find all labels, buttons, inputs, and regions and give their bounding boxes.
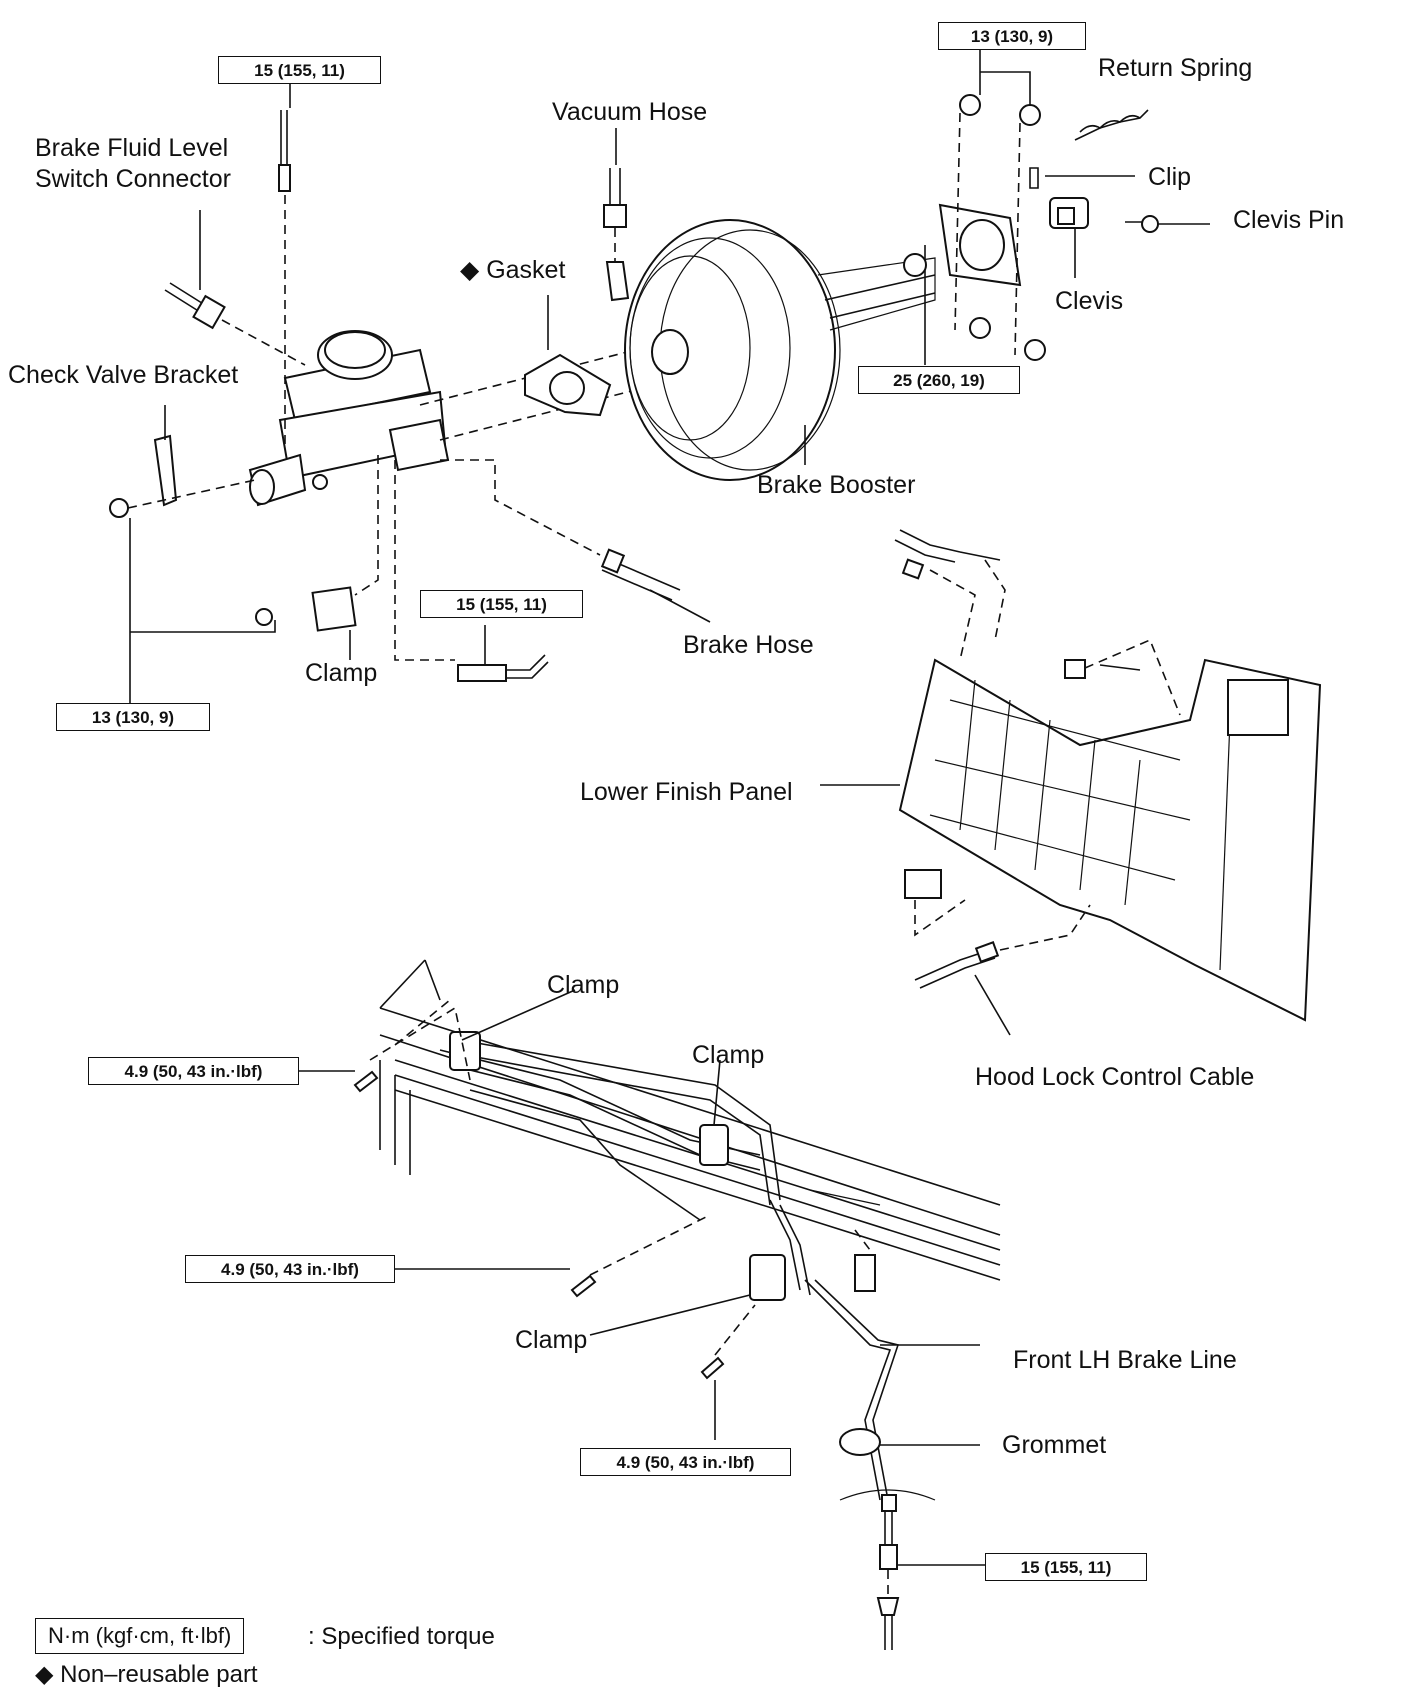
check-valve-bracket-part xyxy=(109,434,178,518)
label-clamp-low: Clamp xyxy=(515,1326,588,1354)
label-lower-finish-panel: Lower Finish Panel xyxy=(580,778,793,806)
legend-torque-unit: N·m (kgf·cm, ft·lbf) xyxy=(35,1618,245,1654)
torque-pushrod-nut: 25 (260, 19) xyxy=(858,366,1020,394)
clamp-mc-part xyxy=(255,586,357,632)
label-gasket: ◆ Gasket xyxy=(460,255,565,285)
clevis-pin-part xyxy=(1125,215,1159,233)
label-brake-hose: Brake Hose xyxy=(683,631,814,659)
legend-nonreusable-text: Non–reusable part xyxy=(60,1661,258,1688)
label-clevis-pin: Clevis Pin xyxy=(1233,206,1345,234)
label-hood-lock-control-cable: Hood Lock Control Cable xyxy=(975,1063,1255,1091)
label-vacuum-hose: Vacuum Hose xyxy=(552,98,708,126)
panel-connector xyxy=(904,659,1086,899)
front-lh-brake-line-part xyxy=(804,1279,936,1650)
torque-bolt-1: 4.9 (50, 43 in.·lbf) xyxy=(88,1057,299,1085)
master-cylinder xyxy=(248,330,450,507)
label-check-valve-bracket: Check Valve Bracket xyxy=(8,361,239,389)
label-clevis: Clevis xyxy=(1055,287,1124,315)
clevis-part xyxy=(1049,197,1089,229)
label-clamp-master-cylinder: Clamp xyxy=(305,659,378,687)
clip-part xyxy=(1029,167,1039,189)
legend-diamond-icon: ◆ xyxy=(35,1661,54,1688)
torque-master-cylinder-nut: 13 (130, 9) xyxy=(56,703,210,731)
label-grommet: Grommet xyxy=(1002,1431,1107,1459)
hood-lock-cable-part xyxy=(894,529,1006,989)
label-clamp-top: Clamp xyxy=(547,971,620,999)
torque-booster-nut: 13 (130, 9) xyxy=(938,22,1086,50)
torque-brake-line-bottom: 15 (155, 11) xyxy=(985,1553,1147,1581)
brake-line-clamp-parts xyxy=(449,1031,876,1301)
label-clamp-mid: Clamp xyxy=(692,1041,765,1069)
label-brake-booster: Brake Booster xyxy=(757,471,916,499)
label-front-lh-brake-line: Front LH Brake Line xyxy=(1013,1346,1237,1374)
torque-bolt-2: 4.9 (50, 43 in.·lbf) xyxy=(185,1255,395,1283)
gasket-part xyxy=(524,353,612,417)
lower-finish-panel-part xyxy=(898,658,1322,1022)
fluid-switch-connector xyxy=(164,282,226,330)
torque-bolt-3: 4.9 (50, 43 in.·lbf) xyxy=(580,1448,791,1476)
brake-hose-part xyxy=(600,548,681,601)
return-spring-part xyxy=(1074,109,1149,141)
label-brake-fluid-level-switch-connector: Brake Fluid Level Switch Connector xyxy=(35,134,231,193)
label-clip: Clip xyxy=(1148,163,1192,191)
torque-brake-hose-union: 15 (155, 11) xyxy=(420,590,583,618)
mounting-plate xyxy=(938,203,1022,287)
vacuum-hose-part xyxy=(603,168,630,302)
brake-booster-part xyxy=(624,219,936,481)
torque-brake-line-top: 15 (155, 11) xyxy=(218,56,381,84)
legend-nonreusable: ◆ Non–reusable part xyxy=(35,1660,258,1690)
brake-line-top xyxy=(278,110,291,192)
nonreusable-diamond-icon: ◆ xyxy=(460,256,480,284)
bolts xyxy=(353,1070,725,1380)
brake-line-bundle xyxy=(379,1007,1001,1296)
brake-hose-union xyxy=(457,654,549,682)
label-gasket-text: Gasket xyxy=(486,256,566,284)
label-return-spring: Return Spring xyxy=(1098,54,1253,82)
legend-torque-desc: : Specified torque xyxy=(308,1623,495,1650)
